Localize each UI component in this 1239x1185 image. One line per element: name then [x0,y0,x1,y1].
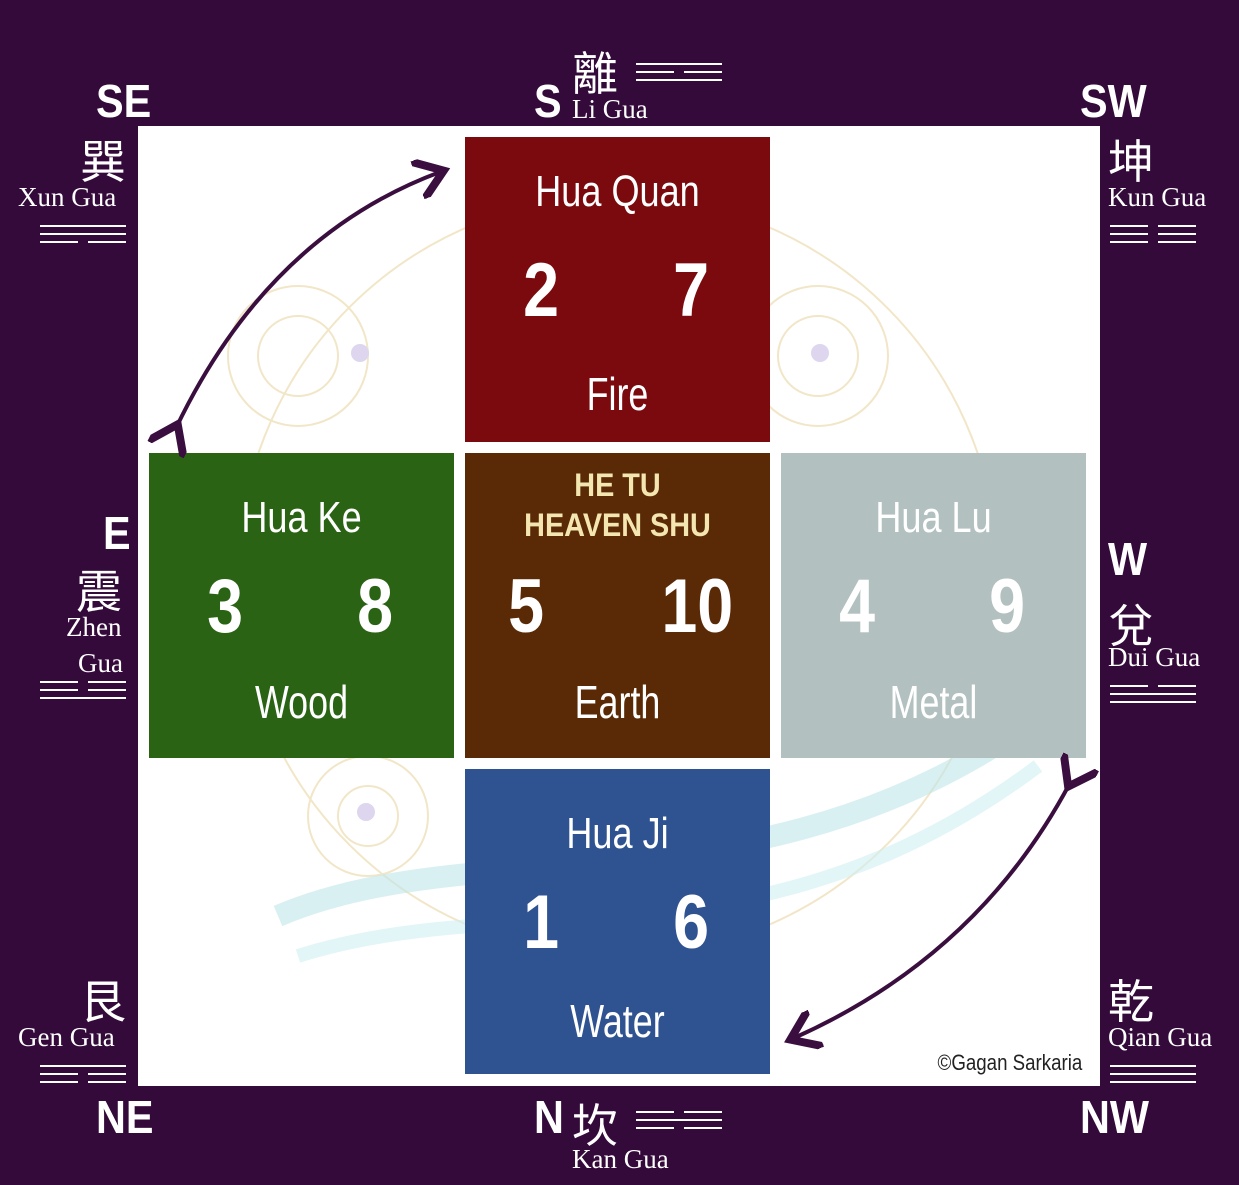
center-title-line2: HEAVEN SHU [524,507,711,543]
west-number-b: 9 [989,564,1026,649]
south-fire-cell: Hua Quan 2 7 Fire [465,137,770,442]
center-number-b: 10 [661,564,734,649]
east-number-a: 3 [207,564,244,649]
gen-trigram-icon [40,1064,126,1086]
east-number-b: 8 [357,564,394,649]
center-title-line1: HE TU [574,467,661,503]
li-name: Li Gua [572,94,648,124]
gen-character: 艮 [80,975,126,1029]
north-water-cell: Hua Ji 1 6 Water [465,769,770,1074]
arrow-west-north [794,783,1070,1038]
south-element: Fire [586,368,649,420]
direction-sw: SW [1080,75,1147,127]
east-title: Hua Ke [241,493,362,542]
gen-name: Gen Gua [18,1022,115,1052]
direction-ne: NE [96,1091,154,1143]
li-character: 離 [572,47,618,101]
direction-se: SE [96,75,152,127]
qian-name: Qian Gua [1108,1022,1213,1052]
kan-name: Kan Gua [572,1144,669,1174]
arrow-east-south [176,172,440,428]
kun-name: Kun Gua [1108,182,1207,212]
north-number-b: 6 [673,880,710,965]
center-earth-cell: HE TU HEAVEN SHU 5 10 Earth [465,453,770,758]
zhen-trigram-icon [40,680,126,702]
direction-nw: NW [1080,1091,1149,1143]
direction-s: S [534,75,562,127]
kun-character: 坤 [1108,135,1154,189]
center-element: Earth [574,676,661,728]
kun-trigram-icon [1110,224,1196,246]
kan-character: 坎 [572,1099,618,1153]
qian-character: 乾 [1108,975,1154,1029]
west-title: Hua Lu [875,493,992,542]
zhen-character: 震 [76,565,122,619]
zhen-name-line1: Zhen [66,612,122,642]
dui-name: Dui Gua [1108,642,1201,672]
east-wood-cell: Hua Ke 3 8 Wood [149,453,454,758]
north-number-a: 1 [523,880,560,965]
xun-name: Xun Gua [18,182,117,212]
west-element: Metal [889,676,978,728]
xun-trigram-icon [40,224,126,246]
li-trigram-icon [636,62,722,84]
south-number-a: 2 [523,248,560,333]
north-title: Hua Ji [566,809,669,858]
dui-trigram-icon [1110,684,1196,706]
xun-character: 巽 [80,135,126,189]
south-number-b: 7 [673,248,710,333]
north-element: Water [570,995,665,1047]
direction-w: W [1108,533,1148,585]
west-metal-cell: Hua Lu 4 9 Metal [781,453,1086,758]
dui-character: 兌 [1108,599,1154,653]
east-element: Wood [254,676,349,728]
direction-n: N [534,1091,564,1143]
zhen-name-line2: Gua [78,648,123,678]
west-number-a: 4 [839,564,876,649]
qian-trigram-icon [1110,1064,1196,1086]
center-number-a: 5 [508,564,545,649]
diagram-area: Hua Quan 2 7 Fire Hua Ke 3 8 Wood HE TU … [138,126,1100,1086]
arrows [138,126,1100,1086]
direction-e: E [103,507,131,559]
copyright-label: ©Gagan Sarkaria [937,1050,1082,1075]
south-title: Hua Quan [535,167,700,216]
kan-trigram-icon [636,1110,722,1132]
